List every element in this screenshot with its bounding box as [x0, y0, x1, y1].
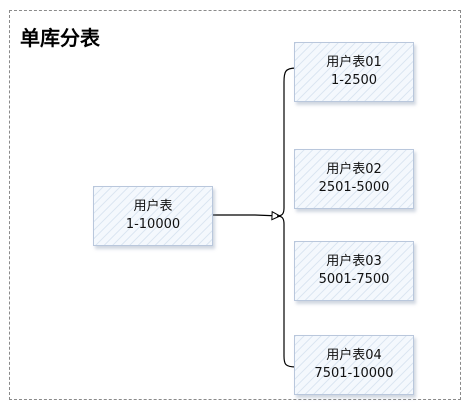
shard-table-name: 用户表03 — [326, 254, 382, 269]
source-table-node[interactable]: 用户表 1-10000 — [93, 186, 213, 246]
shard-table-range: 1-2500 — [330, 73, 378, 88]
source-table-name: 用户表 — [133, 199, 173, 214]
shard-table-node-01[interactable]: 用户表01 1-2500 — [294, 42, 414, 102]
diagram-title: 单库分表 — [20, 26, 100, 50]
split-bracket — [276, 67, 297, 368]
shard-table-name: 用户表02 — [326, 162, 382, 177]
shard-table-range: 7501-10000 — [314, 366, 394, 381]
shard-table-node-03[interactable]: 用户表03 5001-7500 — [294, 241, 414, 301]
shard-table-name: 用户表01 — [326, 55, 382, 70]
shard-table-name: 用户表04 — [326, 348, 382, 363]
connector-line — [213, 215, 280, 216]
shard-table-node-02[interactable]: 用户表02 2501-5000 — [294, 149, 414, 209]
shard-table-range: 5001-7500 — [318, 272, 390, 287]
source-table-range: 1-10000 — [125, 217, 181, 232]
shard-table-node-04[interactable]: 用户表04 7501-10000 — [294, 335, 414, 395]
shard-table-range: 2501-5000 — [318, 180, 390, 195]
